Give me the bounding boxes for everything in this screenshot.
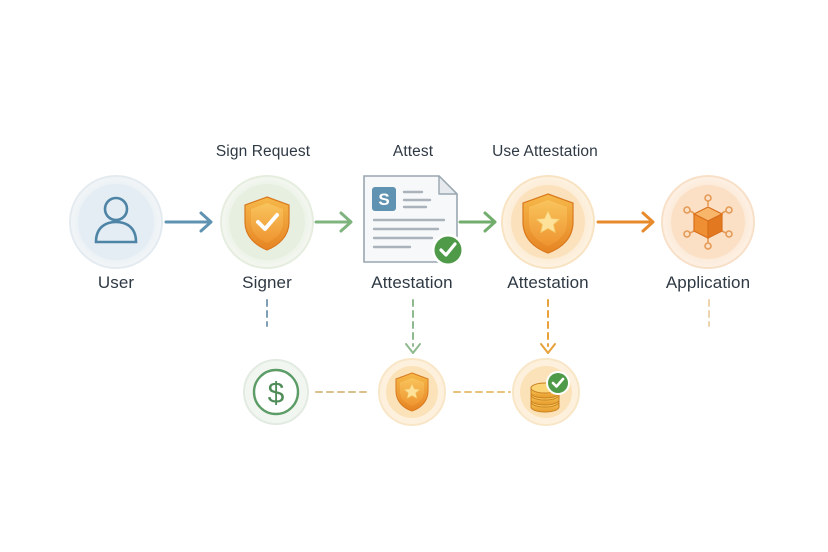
attestation-document-node: S bbox=[363, 175, 464, 266]
coins-node bbox=[512, 358, 580, 426]
feedback-connectors bbox=[266, 299, 710, 393]
shield-star-icon bbox=[522, 193, 574, 254]
user-label: User bbox=[97, 273, 135, 292]
coins-check-icon bbox=[546, 371, 570, 395]
shield-check-icon bbox=[244, 196, 290, 251]
small-shield-star-icon bbox=[395, 372, 429, 412]
arrow-attestation-use bbox=[458, 211, 497, 233]
signer-label: Signer bbox=[242, 273, 292, 292]
arrow-use-application bbox=[596, 211, 655, 233]
sign-request-label: Sign Request bbox=[215, 143, 311, 160]
attest-label: Attest bbox=[392, 143, 434, 160]
arrowhead-use-down bbox=[540, 343, 556, 354]
attestation-document-label: Attestation bbox=[371, 273, 453, 292]
cube-network-icon bbox=[683, 194, 733, 250]
user-icon bbox=[94, 196, 138, 244]
verification-shield-node bbox=[378, 358, 446, 426]
use-attestation-label: Use Attestation bbox=[492, 143, 598, 160]
arrow-signer-attestation bbox=[314, 211, 353, 233]
document-logo-letter: S bbox=[378, 190, 389, 209]
application-label: Application bbox=[665, 273, 751, 292]
application-node bbox=[661, 175, 755, 269]
user-node bbox=[69, 175, 163, 269]
payment-node: $ bbox=[243, 359, 309, 425]
attestation-shield-node bbox=[501, 175, 595, 269]
attestation-shield-label: Attestation bbox=[507, 273, 589, 292]
check-badge-icon bbox=[432, 234, 464, 266]
dollar-icon: $ bbox=[268, 377, 285, 410]
arrowhead-attest-down bbox=[405, 343, 421, 354]
arrow-user-signer bbox=[164, 211, 213, 233]
signer-node bbox=[220, 175, 314, 269]
